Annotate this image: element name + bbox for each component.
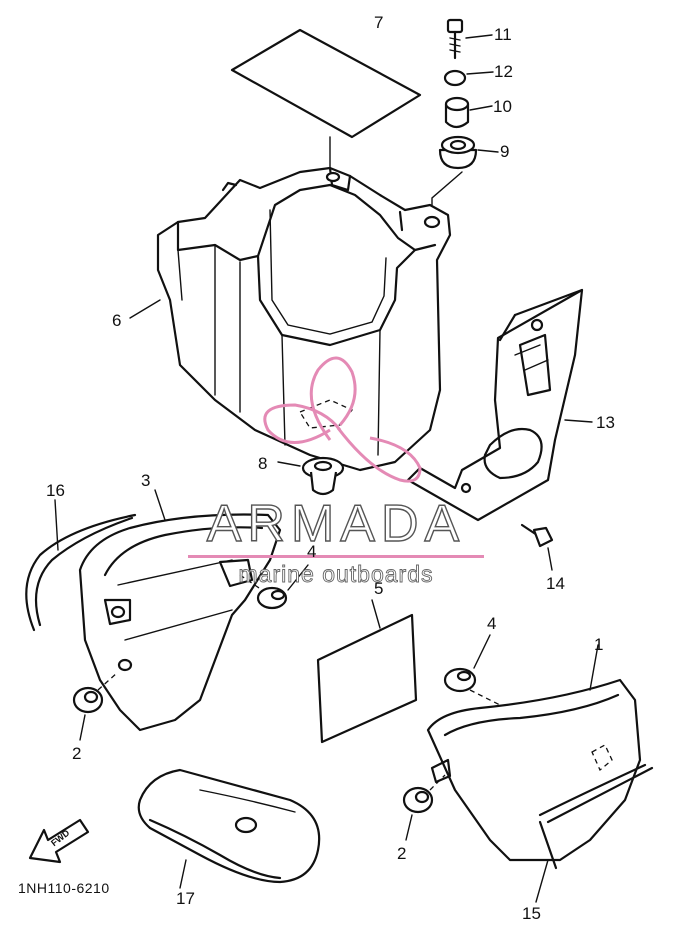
part-16-emblem xyxy=(25,499,137,632)
watermark-logo xyxy=(263,356,422,483)
part-1-side-cover-right xyxy=(426,644,654,862)
watermark-brand: ARMADA xyxy=(206,495,466,553)
part-5-label xyxy=(316,599,418,744)
part-3-side-cover-left xyxy=(78,489,282,732)
watermark-rule xyxy=(188,555,484,558)
callout-10: 10 xyxy=(493,97,512,116)
callout-14: 14 xyxy=(546,574,565,593)
callout-5: 5 xyxy=(374,579,384,598)
callout-6: 6 xyxy=(112,311,122,330)
callout-3: 3 xyxy=(141,471,151,490)
diagram-code: 1NH110-6210 xyxy=(18,880,110,896)
callout-8: 8 xyxy=(258,454,268,473)
part-8-damper xyxy=(277,456,345,496)
callout-2-left: 2 xyxy=(72,744,82,763)
part-9-grommet xyxy=(438,135,499,170)
part-6-battery-box xyxy=(129,166,452,472)
callout-7: 7 xyxy=(374,13,384,32)
watermark-sub: marine outboards xyxy=(238,561,434,587)
part-4-grommet-upper xyxy=(239,564,309,610)
fwd-arrow-icon xyxy=(28,818,90,864)
callout-15: 15 xyxy=(522,904,541,923)
callout-9: 9 xyxy=(500,142,510,161)
part-11-bolt xyxy=(446,18,493,60)
callout-4-right: 4 xyxy=(487,614,497,633)
callout-1: 1 xyxy=(594,635,604,654)
callout-11: 11 xyxy=(494,25,512,44)
part-14-screw xyxy=(520,523,554,571)
callout-2-right: 2 xyxy=(397,844,407,863)
part-17-tool-bag xyxy=(137,768,321,889)
part-15-emblem xyxy=(535,820,558,903)
callout-4-upper: 4 xyxy=(307,542,317,561)
part-12-collar xyxy=(443,69,494,87)
part-2-grommet-left xyxy=(72,671,119,741)
part-10-bushing xyxy=(444,96,493,129)
callout-13: 13 xyxy=(596,413,615,432)
callout-16: 16 xyxy=(46,481,65,500)
callout-17: 17 xyxy=(176,889,195,908)
part-2-grommet-right xyxy=(402,774,446,841)
callout-12: 12 xyxy=(494,62,513,81)
